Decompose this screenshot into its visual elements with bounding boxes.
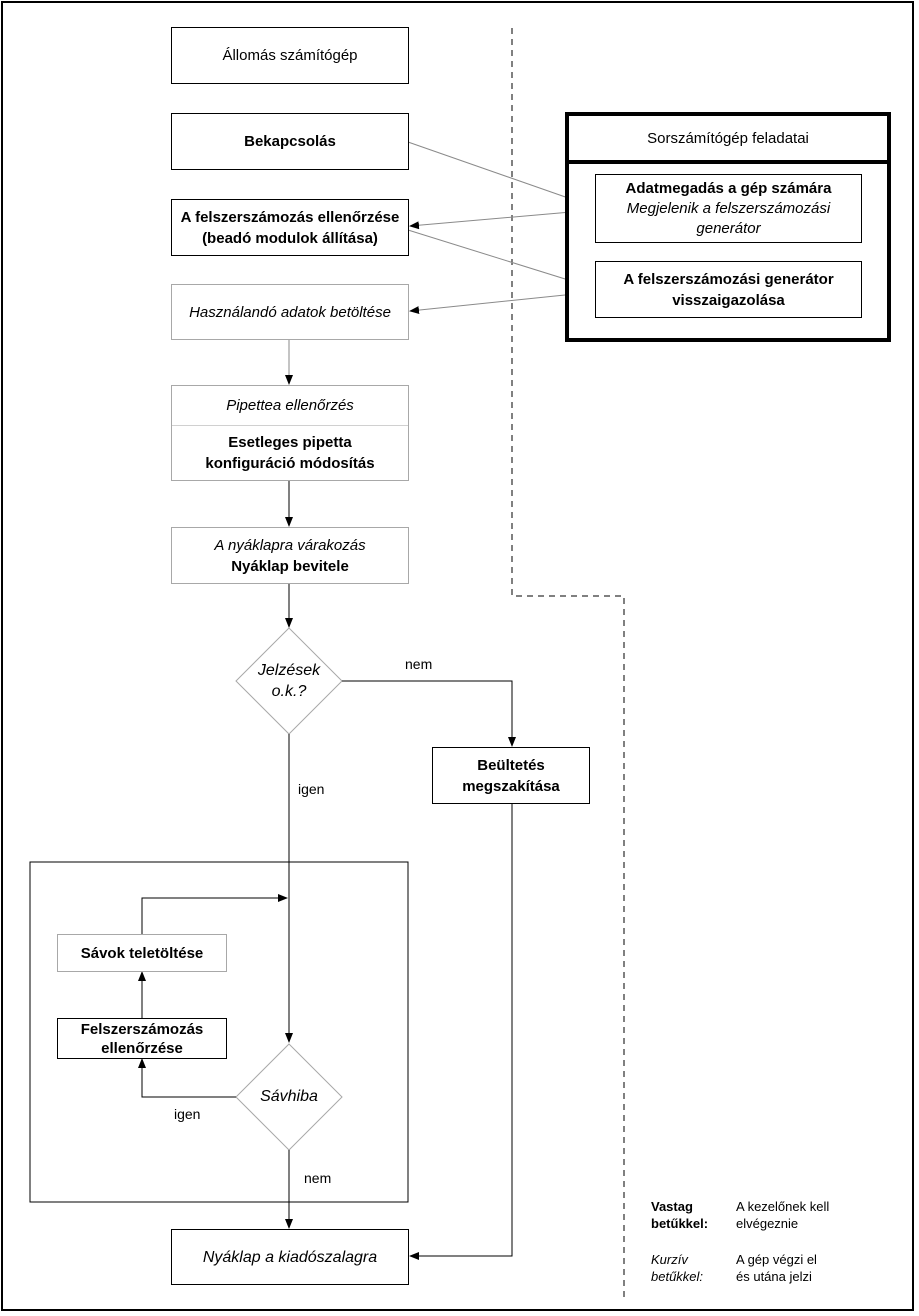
power-on-label: Bekapcsolás [244,133,336,150]
legend-bold-desc1: A kezelőnek kell [736,1199,830,1214]
pipette-check-label: Pipettea ellenőrzés [172,386,408,427]
legend-italic-desc2: és utána jelzi [736,1269,812,1284]
legend-bold-key1: Vastag [651,1199,693,1214]
signals-ok-label: Jelzések o.k.? [239,660,339,702]
pipette-box: Pipettea ellenőrzés Esetleges pipetta ko… [171,385,409,481]
station-title: Állomás számítógép [222,47,358,64]
abort-line1: Beültetés [477,756,545,774]
wait-pcb-label: A nyáklapra várakozás [214,536,366,554]
pipette-mod-line1: Esetleges pipetta [228,434,352,452]
legend-bold-desc2: elvégeznie [736,1216,799,1231]
arrow-fill-to-main [141,894,288,934]
arrow-abort-to-output [409,804,513,1260]
load-data-box: Használandó adatok betöltése [171,284,409,340]
arrow-confirm-to-loaddata [409,291,595,315]
abort-line2: megszakítása [462,777,560,795]
tool-check2-line1: Felszerszámozás [80,1020,204,1038]
confirm-line1: A felszerszámozási generátor [623,270,834,288]
data-entry-bold: Adatmegadás a gép számára [625,179,832,197]
pcb-in-label: Nyáklap bevitele [231,557,349,575]
signals-ok-line1: Jelzések [257,662,321,679]
sequencer-title: Sorszámítógép feladatai [569,116,887,164]
tool-check-line2: (beadó modulok állítása) [202,229,378,247]
data-entry-it2: generátor [696,219,761,237]
tool-check-box: A felszerszámozás ellenőrzése (beadó mod… [171,199,409,256]
signals-no-label: nem [405,656,433,672]
tool-check2-box: Felszerszámozás ellenőrzése [57,1018,227,1059]
track-error-no-label: nem [304,1170,332,1186]
legend-italic-key: Kurzív betűkkel: [651,1251,703,1285]
track-error-yes-label: igen [174,1106,201,1122]
pcb-out-label: Nyáklap a kiadószalagra [202,1248,378,1266]
legend-italic-desc: A gép végzi el és utána jelzi [736,1251,817,1285]
legend-italic-desc1: A gép végzi el [736,1252,817,1267]
tool-check2-line2: ellenőrzése [101,1039,183,1057]
tool-check-line1: A felszerszámozás ellenőrzése [180,208,400,226]
data-entry-it1: Megjelenik a felszerszámozási [626,199,831,217]
fill-tracks-label: Sávok teletöltése [80,944,204,962]
legend-bold-key: Vastag betűkkel: [651,1198,708,1232]
arrow-toolcheck-to-confirm [407,229,595,290]
arrow-signals-no [342,680,516,747]
data-entry-box: Adatmegadás a gép számára Megjelenik a f… [595,174,862,243]
confirm-box: A felszerszámozási generátor visszaigazo… [595,261,862,318]
confirm-line2: visszaigazolása [672,291,785,309]
signals-ok-line2: o.k.? [271,683,307,700]
power-on-box: Bekapcsolás [171,113,409,170]
legend-bold-key2: betűkkel: [651,1216,709,1231]
arrow-dataentry-to-toolcheck [409,209,595,230]
pcb-out-box: Nyáklap a kiadószalagra [171,1229,409,1285]
pipette-mod-line2: konfiguráció módosítás [205,455,375,473]
arrow-poweron-to-dataentry [407,141,595,208]
wait-pcb-box: A nyáklapra várakozás Nyáklap bevitele [171,527,409,584]
track-error-label: Sávhiba [260,1088,318,1105]
station-title-box: Állomás számítógép [171,27,409,84]
pipette-mod-block: Esetleges pipetta konfiguráció módosítás [205,426,374,480]
legend-bold-desc: A kezelőnek kell elvégeznie [736,1198,829,1232]
legend-italic-key1: Kurzív [651,1252,688,1267]
loop-container [29,861,409,1203]
arrow-trackerror-yes [138,1058,236,1098]
signals-yes-label: igen [298,781,325,797]
abort-box: Beültetés megszakítása [432,747,590,804]
load-data-label: Használandó adatok betöltése [189,303,391,321]
legend-italic-key2: betűkkel: [651,1269,704,1284]
fill-tracks-box: Sávok teletöltése [57,934,227,972]
